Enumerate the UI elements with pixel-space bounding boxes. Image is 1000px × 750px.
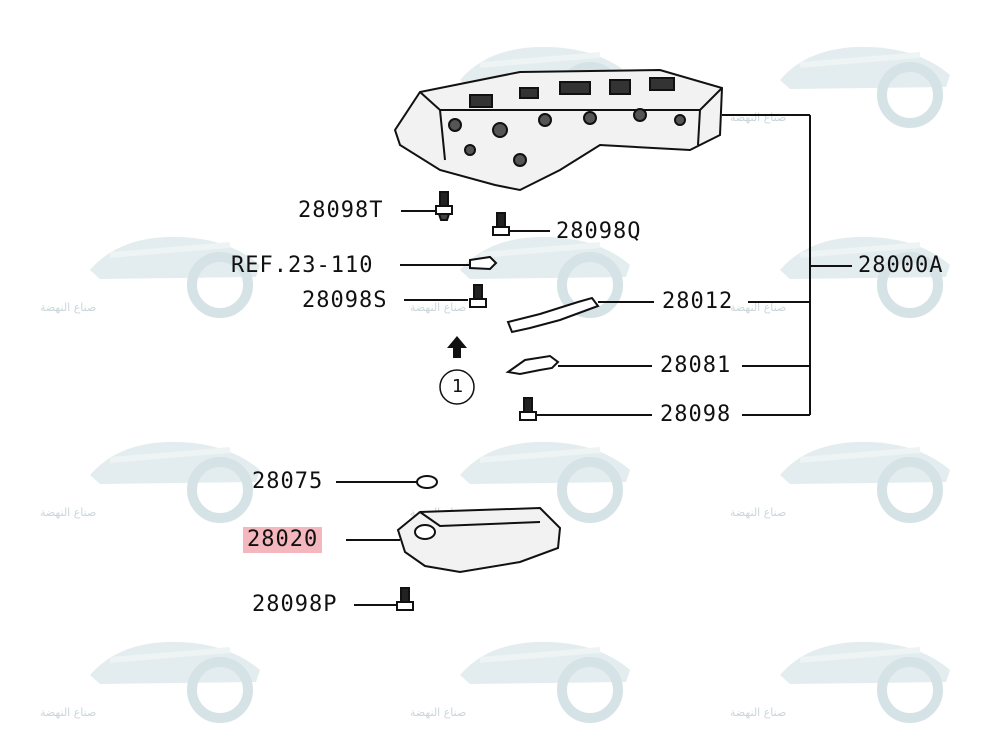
bolt-28098p — [354, 587, 414, 611]
view-marker-label: 1 — [452, 376, 465, 397]
view-arrow — [447, 336, 467, 358]
view-marker-circle — [439, 369, 475, 405]
watermark-text: صناع النهضة — [40, 301, 97, 314]
watermark-logo: صناع النهضة — [410, 420, 640, 530]
watermark-text: صناع النهضة — [730, 506, 787, 519]
callout-28012: 28012 — [662, 289, 734, 314]
watermark-logo: صناع النهضة — [730, 420, 960, 530]
watermark-logo: صناع النهضة — [730, 620, 960, 730]
strainer-28020 — [346, 506, 562, 574]
watermark-logo: صناع النهضة — [730, 215, 960, 325]
watermark-text: صناع النهضة — [410, 301, 467, 314]
valve-body-assembly — [393, 68, 724, 192]
watermark-text: صناع النهضة — [40, 706, 97, 719]
bolt-28098t — [401, 191, 453, 221]
callout-28098s: 28098S — [302, 288, 388, 313]
oring-28075 — [336, 475, 438, 489]
callout-28098q: 28098Q — [556, 219, 642, 244]
bolt-28098s — [404, 284, 487, 308]
callout-28098: 28098 — [660, 402, 732, 427]
watermark-logo: صناع النهضة — [410, 215, 640, 325]
callout-28020-highlighted: 28020 — [243, 527, 323, 553]
detent-spring-ref — [400, 255, 498, 271]
watermark-logo: صناع النهضة — [730, 25, 960, 135]
assembly-bracket — [722, 114, 852, 415]
callout-28098p: 28098P — [252, 592, 338, 617]
callout-28075: 28075 — [252, 469, 324, 494]
callout-28081: 28081 — [660, 353, 732, 378]
watermark-text: صناع النهضة — [730, 706, 787, 719]
callout-28000a: 28000A — [858, 253, 944, 278]
callout-ref: REF.23-110 — [231, 253, 374, 278]
watermark-logo: صناع النهضة — [40, 215, 270, 325]
watermark-text: صناع النهضة — [730, 301, 787, 314]
watermark-logo: صناع النهضة — [40, 620, 270, 730]
bolt-28098 — [519, 397, 810, 421]
watermark-text: صناع النهضة — [40, 506, 97, 519]
watermark-logo: صناع النهضة — [410, 620, 640, 730]
callout-28098t: 28098T — [298, 198, 384, 223]
watermark-logo: صناع النهضة — [40, 420, 270, 530]
plate-28012 — [506, 296, 810, 334]
watermark-text: صناع النهضة — [410, 706, 467, 719]
plate-28081 — [505, 354, 810, 376]
bolt-28098q — [492, 212, 550, 236]
